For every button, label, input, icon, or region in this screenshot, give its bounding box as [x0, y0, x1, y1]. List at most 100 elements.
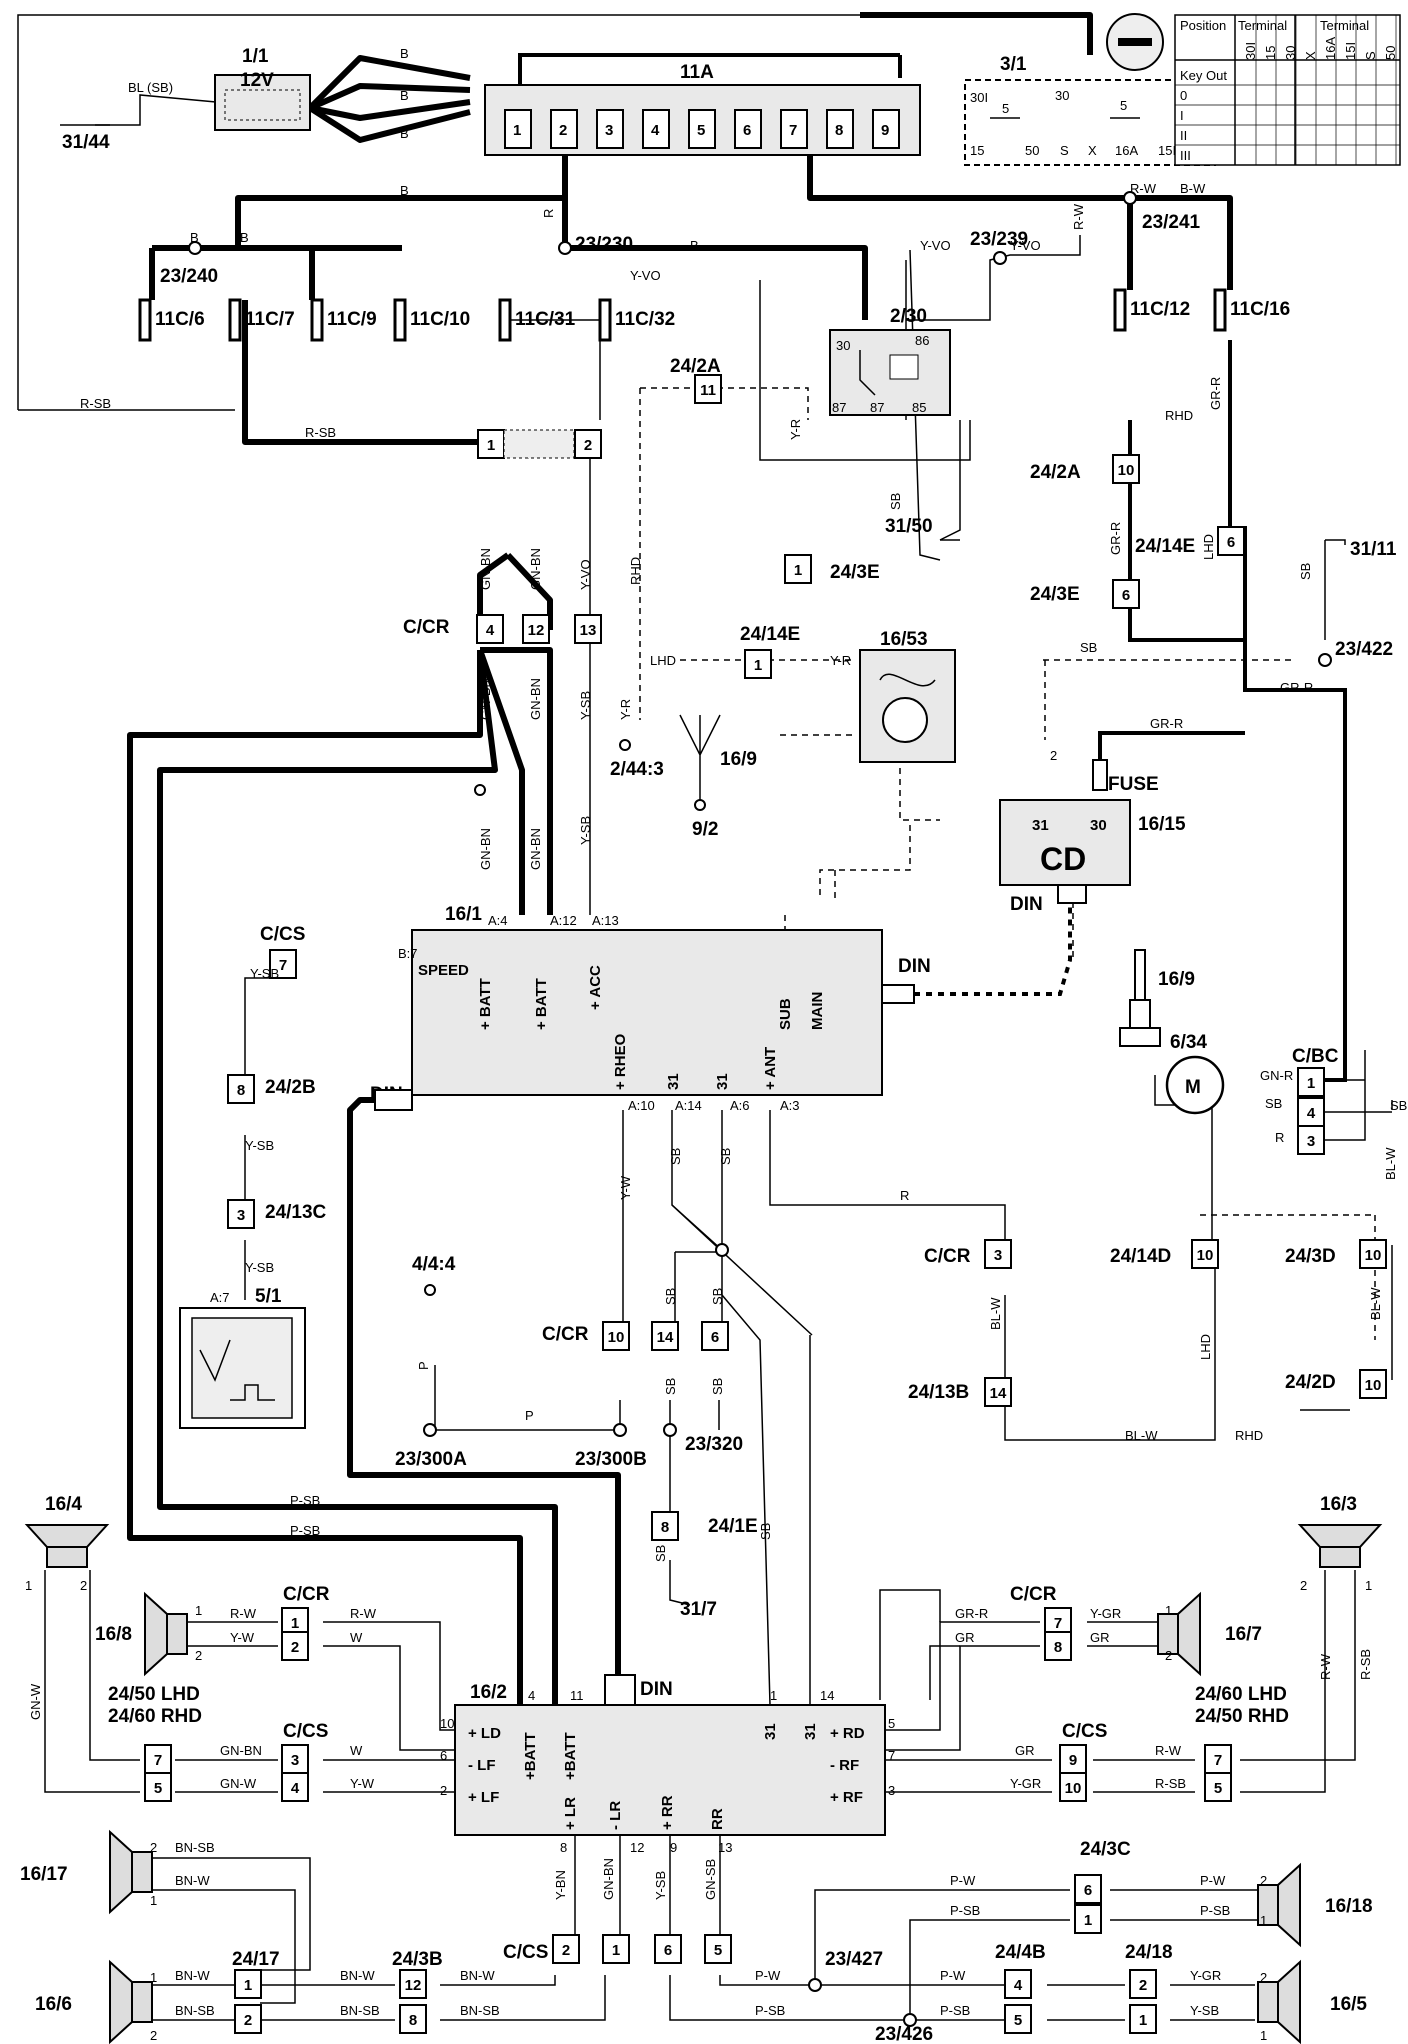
- ign-terminal-30: 30: [1055, 88, 1069, 103]
- wire-label-bot-40: Y-SB: [1190, 2003, 1219, 2018]
- wire-label-mid-2: Y-VO: [578, 559, 593, 590]
- splice-23-422: [1318, 653, 1332, 667]
- wire-label-mid-22: SB: [663, 1378, 678, 1395]
- wire-label-bot-20: R-SB: [1358, 1649, 1373, 1680]
- pin-c24_13a-1: [574, 429, 602, 459]
- splice-23-300b: [613, 1423, 627, 1437]
- pin-label-ccs_b-2: 6: [664, 1942, 672, 1959]
- connector-ref-c24_2a: 24/2A: [670, 356, 721, 377]
- wire-label-mid-24: P: [416, 1361, 431, 1370]
- pin-label-ccs_r-0: 9: [1069, 1752, 1077, 1769]
- pin-label-c24_3b-1: 8: [409, 2012, 417, 2029]
- radio-din-left-plug: [374, 1089, 413, 1111]
- amp-pin-10: 8: [560, 1840, 567, 1855]
- pin-c24_13b-0: [984, 1377, 1012, 1407]
- radio-din-right-plug: [881, 984, 915, 1004]
- amp-pin-5: 1: [770, 1688, 777, 1703]
- wire-label-bot-10: Y-W: [350, 1776, 375, 1791]
- splice-23-320: [663, 1423, 677, 1437]
- pin-c24_2b-0: [227, 1074, 255, 1104]
- connector-ref-c24_13b: 24/13B: [908, 1382, 969, 1403]
- thin-wires: [17, 14, 1393, 1706]
- fuse-label-7: 7: [789, 122, 797, 139]
- wire-label-top-14: R-SB: [80, 396, 111, 411]
- radio-rheo: + RHEO: [612, 1033, 629, 1090]
- relay: 2/30 30 86 87 87 85: [829, 306, 951, 416]
- motor-ref: 6/34: [1170, 1032, 1207, 1053]
- fuse-11C-10: [393, 298, 407, 342]
- fuse-11C-32: [598, 298, 612, 342]
- fuse-label-1: 1: [513, 122, 521, 139]
- pin-label-c24_13a-0: 1: [487, 437, 495, 454]
- amp-pin-12: 9: [670, 1840, 677, 1855]
- pin-ccr_right-0: [984, 1239, 1012, 1269]
- amp-rd: + RD: [830, 1725, 865, 1742]
- pin-label-ccr_l-1: 2: [291, 1639, 299, 1656]
- amp-pin-3: 4: [528, 1688, 535, 1703]
- connector-ref-c24_3d: 24/3D: [1285, 1246, 1336, 1267]
- pin-label-c24_13a-1: 2: [584, 437, 592, 454]
- relay-ref: 2/30: [890, 306, 927, 327]
- speaker-s16_6: 16/612: [35, 1959, 157, 2044]
- ign-terminal-16a: 16A: [1115, 143, 1138, 158]
- wire-label-mid-13: Y-SB: [250, 966, 279, 981]
- wire-label-top-5: R-W: [1130, 181, 1157, 196]
- motor-label: M: [1185, 1077, 1201, 1098]
- cd-fuse-label: FUSE: [1108, 774, 1159, 795]
- table-row-2: I: [1180, 108, 1184, 123]
- svg-text:86: 86: [915, 333, 929, 348]
- pin-c24_14e-0: [744, 649, 772, 679]
- splice-23-241: [1123, 191, 1137, 205]
- wire-label-mid-8: Y-R: [788, 419, 803, 440]
- connector-ref-ccr_right: C/CR: [924, 1246, 971, 1267]
- connector-ref-c24_3c: 24/3C: [1080, 1839, 1131, 1860]
- wire-label-top-12: R-W: [1071, 203, 1086, 230]
- pin-label-ccs_top-0: 7: [279, 957, 287, 974]
- wire-label-mid-30: RHD: [1235, 1428, 1263, 1443]
- radio-31a: 31: [665, 1073, 682, 1090]
- speaker-pin-s16_17-1: 1: [150, 1893, 157, 1908]
- connector-ref-ccr_mid: C/CR: [542, 1324, 589, 1345]
- pin-label-ccr_r-0: 7: [1054, 1615, 1062, 1632]
- wire-label-bot-29: Y-BN: [553, 1870, 568, 1900]
- speaker-pin-s16_4-1: 2: [80, 1578, 87, 1593]
- wire-label-bot-41: P-W: [1200, 1873, 1226, 1888]
- fuse-11C-31: [498, 298, 512, 342]
- wire-label-mid-15: Y-SB: [245, 1260, 274, 1275]
- ign-terminal-5b: 5: [1120, 98, 1127, 113]
- pin-label-c2450_l-0: 7: [154, 1752, 162, 1769]
- wire-label-mid-9: Y-R: [618, 699, 633, 720]
- connector-ref-ccr: C/CR: [403, 617, 450, 638]
- pin-label-ccr_right-0: 3: [994, 1247, 1002, 1264]
- wire-label-mid-21: SB: [710, 1288, 725, 1305]
- pin-label-c24_13b-0: 14: [990, 1385, 1007, 1402]
- connector-ref-c2450_l: 24/50 LHD: [108, 1684, 200, 1705]
- fuse-5: [688, 109, 716, 149]
- fuse-9: [872, 109, 900, 149]
- svg-text:2: 2: [1050, 748, 1057, 763]
- fuse-label-11C-6: 11C/6: [155, 309, 205, 330]
- wire-label-top-10: Y-VO: [630, 268, 661, 283]
- table-col-5: 15I: [1343, 42, 1358, 60]
- wire-label-bot-7: GN-BN: [220, 1743, 262, 1758]
- table-row-1: 0: [1180, 88, 1187, 103]
- amp-rr: RR: [709, 1808, 726, 1830]
- svg-text:31/7: 31/7: [680, 1599, 717, 1620]
- speaker-s16_5: 16/521: [1257, 1959, 1367, 2044]
- fuse-label-11C-9: 11C/9: [327, 309, 377, 330]
- wire-label-top-0: B: [400, 46, 409, 61]
- pin-label-ccr_mid-2: 6: [711, 1329, 719, 1346]
- wire-label-bot-26: BN-SB: [340, 2003, 380, 2018]
- pin-c24_18-1: [1129, 2004, 1157, 2034]
- battery-wire: BL (SB): [128, 80, 173, 95]
- wire-label-mid-7: GN-BN: [528, 828, 543, 870]
- wire-label-bot-3: R-W: [230, 1606, 257, 1621]
- wire-label-mid-18: SB: [668, 1148, 683, 1165]
- table-terminal-head-1: Terminal: [1238, 18, 1287, 33]
- radio-speed: SPEED: [418, 962, 469, 979]
